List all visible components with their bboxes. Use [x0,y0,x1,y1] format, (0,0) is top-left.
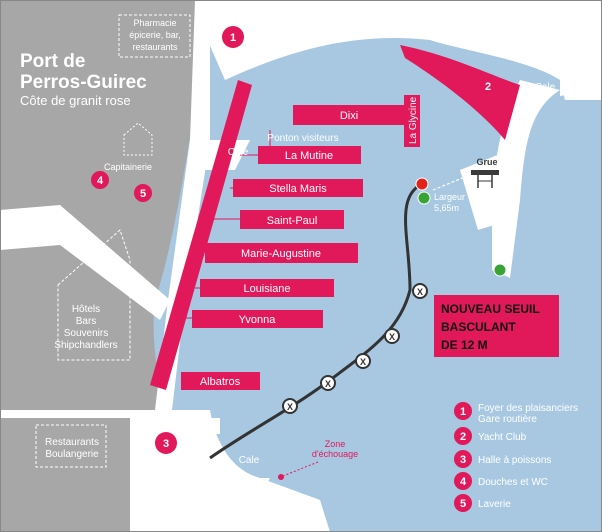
restaurants-outline [35,424,107,468]
hotels-label-2: Bars [76,316,97,327]
main-pontoon [150,80,252,390]
marker-4 [91,171,109,189]
berth-saint-paul [240,210,344,229]
grue-label: Grue [476,157,497,167]
svg-text:X: X [417,287,423,297]
seuil-line-3: DE 12 M [441,338,488,352]
marker-3 [155,432,177,454]
map-markers: 1 2 3 4 5 [91,26,499,454]
largeur-value: 5,65m [434,203,459,213]
legend-2-line1: Yacht Club [478,432,527,443]
svg-text:4: 4 [97,175,104,187]
diagonal-road [0,205,170,320]
marker-2 [477,75,499,97]
restaurants-label-2: Boulangerie [45,449,99,460]
shops-label-3: restaurants [132,42,178,52]
seuil-line-1: NOUVEAU SEUIL [441,302,540,316]
legend-3-line1: Halle à poissons [478,455,551,466]
berth-louisiane [200,279,334,297]
svg-text:3: 3 [163,438,169,450]
berth-albatros [181,372,260,390]
shops-label-2: épicerie, bar, [129,30,181,40]
svg-text:X: X [360,357,366,367]
berth-albatros-label: Albatros [200,376,241,388]
berth-yvonna-label: Yvonna [239,314,277,326]
width-indicator [432,174,471,191]
ponton-visiteurs-label: Ponton visiteurs [267,133,338,144]
berth-la-mutine [258,146,361,164]
map-title-2: Perros-Guirec [20,72,147,93]
buoy [355,353,371,369]
marker-1 [222,26,244,48]
marker-5 [134,184,152,202]
buoy [320,375,336,391]
shops-label-1: Pharmacie [133,18,176,28]
hotels-label-4: Shipchandlers [54,340,117,351]
west-quay-road [155,0,210,410]
berth-yvonna [192,310,323,328]
capitainerie-label: Capitainerie [104,162,152,172]
berth-la-mutine-label: La Mutine [285,150,333,162]
svg-text:5: 5 [460,498,466,510]
seuil-box [434,295,559,357]
svg-text:X: X [287,402,293,412]
buoy [384,328,400,344]
north-quay [190,0,602,80]
legend-4-line1: Douches et WC [478,477,548,488]
buoy [412,283,428,299]
restaurants-label-1: Restaurants [45,437,99,448]
svg-text:X: X [325,379,331,389]
berth-marie-augustine-label: Marie-Augustine [241,248,321,260]
berth-la-glycine [404,95,420,147]
berth-stella-maris-label: Stella Maris [269,183,327,195]
berth-marie-augustine [205,243,358,263]
berth-dixi-label: Dixi [340,110,358,122]
berth-la-glycine-label: La Glycine [408,96,419,144]
svg-text:1: 1 [230,32,236,44]
svg-text:4: 4 [460,476,467,488]
berth-saint-paul-label: Saint-Paul [267,215,318,227]
cale-label-south: Cale [239,455,260,466]
legend-1-line2: Gare routière [478,414,537,425]
map-title-1: Port de [20,51,85,72]
legend: 1 Foyer des plaisanciers Gare routière 2… [454,402,578,512]
cale-label-east: Cale [535,82,556,93]
svg-text:2: 2 [460,431,466,443]
traffic-light-red [415,177,429,191]
shops-outline [118,14,191,58]
svg-text:5: 5 [140,188,146,200]
svg-text:1: 1 [460,406,466,418]
svg-text:X: X [389,332,395,342]
traffic-light-green [493,263,507,277]
cale-label-west: Cale [228,147,249,158]
yacht-club-wedge [400,45,520,140]
berth-louisiane-label: Louisiane [243,283,290,295]
largeur-label: Largeur [434,192,465,202]
zone-label-1: Zone [325,439,346,449]
buoy [282,398,298,414]
seuil-line-2: BASCULANT [441,320,516,334]
traffic-light-green [417,191,431,205]
svg-text:2: 2 [485,81,491,93]
zone-label-2: d'échouage [312,449,358,459]
map-subtitle: Côte de granit rose [20,93,131,108]
berth-stella-maris [233,179,363,197]
legend-1-line1: Foyer des plaisanciers [478,403,578,414]
svg-text:3: 3 [460,454,466,466]
buoys: X X X X X [282,283,428,414]
berth-dixi [293,105,405,125]
hotels-label-3: Souvenirs [64,328,108,339]
channel-line [209,183,421,460]
house-outline-icon [123,122,153,156]
zone-marker [278,474,284,480]
south-land [0,418,130,532]
crane-icon [471,170,499,188]
hotels-label-1: Hôtels [72,304,100,315]
legend-5-line1: Laverie [478,499,511,510]
east-jetty [492,80,560,278]
